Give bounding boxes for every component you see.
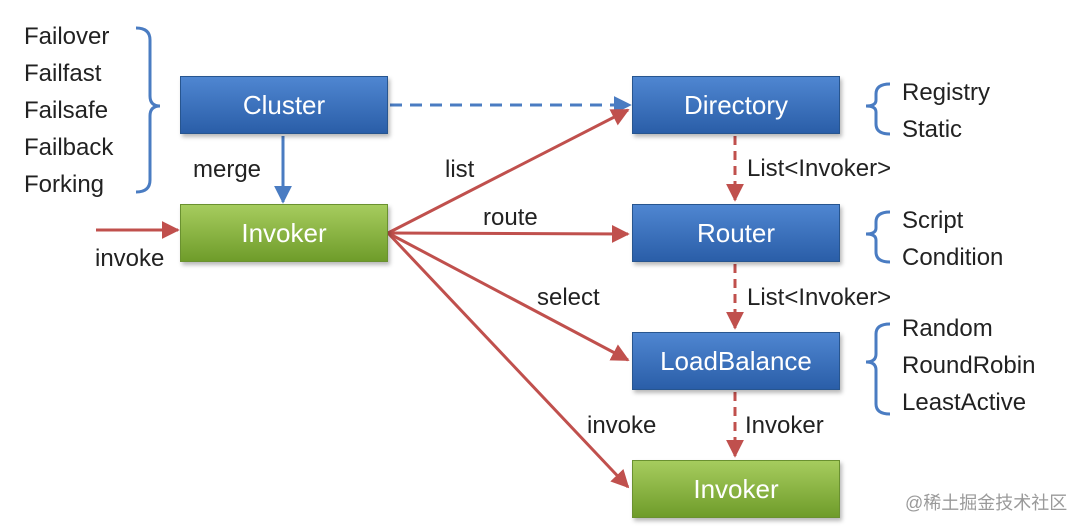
arrow-invoke-diag bbox=[386, 231, 630, 489]
cluster-strategy-item: Failfast bbox=[24, 60, 102, 87]
arrow-route bbox=[387, 224, 630, 243]
directory-types-list: Registry Static bbox=[902, 74, 990, 148]
bracket-router-types bbox=[865, 210, 891, 264]
label-merge: merge bbox=[193, 156, 262, 183]
label-route: route bbox=[483, 204, 538, 231]
bracket-cluster-strategies bbox=[135, 26, 161, 194]
arrow-select bbox=[387, 231, 630, 362]
router-box: Router bbox=[632, 204, 840, 262]
loadbalance-type-item: LeastActive bbox=[902, 389, 1027, 416]
bracket-directory-types bbox=[865, 82, 891, 136]
cluster-strategy-item: Failover bbox=[24, 23, 110, 50]
router-type-item: Condition bbox=[902, 244, 1004, 271]
label-invoke-left: invoke bbox=[95, 245, 165, 272]
directory-box: Directory bbox=[632, 76, 840, 134]
cluster-box: Cluster bbox=[180, 76, 388, 134]
watermark: @稀土掘金技术社区 bbox=[905, 493, 1068, 513]
cluster-strategy-item: Forking bbox=[24, 171, 105, 198]
loadbalance-type-item: RoundRobin bbox=[902, 352, 1036, 379]
invoker-bottom-box: Invoker bbox=[632, 460, 840, 518]
directory-type-item: Registry bbox=[902, 79, 991, 106]
label-directory-to-router: List<Invoker> bbox=[747, 155, 892, 182]
bracket-loadbalance-types bbox=[865, 322, 891, 416]
router-types-list: Script Condition bbox=[902, 202, 1003, 276]
arrow-list bbox=[387, 108, 630, 235]
loadbalance-type-item: Random bbox=[902, 315, 993, 342]
invoker-main-box: Invoker bbox=[180, 204, 388, 262]
loadbalance-box: LoadBalance bbox=[632, 332, 840, 390]
cluster-strategy-item: Failback bbox=[24, 134, 114, 161]
label-loadbalance-to-invoker: Invoker bbox=[745, 412, 824, 439]
label-select: select bbox=[537, 284, 600, 311]
cluster-strategy-item: Failsafe bbox=[24, 97, 109, 124]
loadbalance-types-list: Random RoundRobin LeastActive bbox=[902, 310, 1035, 421]
label-invoke-diag: invoke bbox=[587, 412, 657, 439]
router-type-item: Script bbox=[902, 207, 964, 234]
cluster-strategies-list: Failover Failfast Failsafe Failback Fork… bbox=[24, 18, 113, 203]
label-list: list bbox=[445, 156, 475, 183]
directory-type-item: Static bbox=[902, 116, 963, 143]
label-router-to-loadbalance: List<Invoker> bbox=[747, 284, 892, 311]
